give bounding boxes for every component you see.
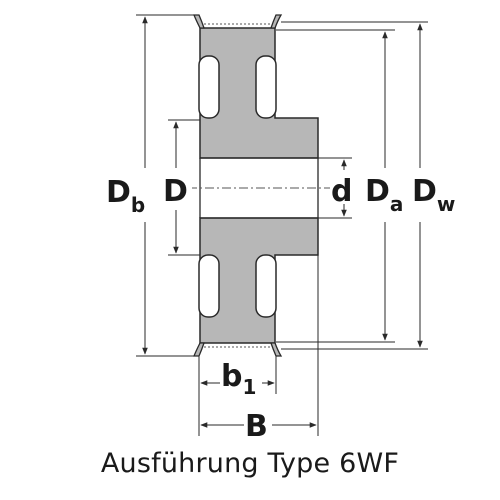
upper-left-slot — [198, 55, 220, 119]
pulley-lower-half — [193, 217, 319, 357]
upper-left-flange — [193, 14, 205, 29]
diagram-caption: Ausführung Type 6WF — [100, 448, 400, 479]
extension-lines — [136, 14, 428, 436]
upper-right-flange — [270, 14, 283, 29]
label-dw: Dw — [412, 174, 455, 216]
label-db: Db — [106, 175, 145, 217]
label-b1: b1 — [221, 359, 256, 399]
label-b: B — [245, 409, 268, 444]
lower-left-flange — [193, 342, 205, 357]
label-d-hub: D — [163, 174, 188, 209]
lower-right-slot — [255, 254, 277, 318]
label-da: Da — [365, 174, 403, 216]
lower-right-flange — [270, 342, 283, 357]
pulley-upper-half — [193, 14, 319, 159]
lower-left-slot — [198, 254, 220, 318]
label-d-bore: d — [331, 174, 352, 209]
upper-right-slot — [255, 55, 277, 119]
